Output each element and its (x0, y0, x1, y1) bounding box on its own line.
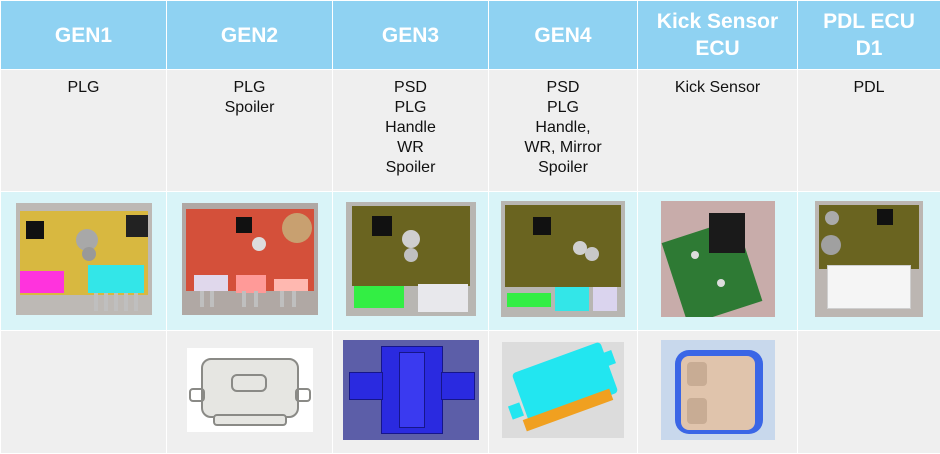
housing-pdl-empty (798, 331, 940, 454)
function-line: PLG (167, 78, 332, 98)
functions-kick-sensor: Kick Sensor (638, 70, 798, 192)
kick-sensor-pcb-image (661, 201, 775, 317)
kick-sensor-housing-image (661, 340, 775, 440)
function-line: Handle, (489, 118, 637, 138)
gen2-housing-image (187, 348, 313, 432)
functions-gen1: PLG (1, 70, 167, 192)
housing-gen1-empty (1, 331, 167, 454)
function-line: PDL (798, 78, 940, 98)
gen2-pcb-image (182, 203, 318, 315)
gen1-pcb-image (16, 203, 152, 315)
function-line: PLG (1, 78, 166, 98)
function-line: Spoiler (333, 158, 488, 178)
function-line: Spoiler (167, 98, 332, 118)
housing-image-row (1, 331, 940, 454)
function-line: PSD (333, 78, 488, 98)
functions-gen3: PSD PLG Handle WR Spoiler (333, 70, 489, 192)
gen4-housing-image (502, 342, 624, 438)
gen3-housing-image (343, 340, 479, 440)
gen3-pcb-image (346, 202, 476, 316)
functions-pdl: PDL (798, 70, 940, 192)
functions-gen2: PLG Spoiler (167, 70, 333, 192)
function-line: WR (333, 138, 488, 158)
function-line: PSD (489, 78, 637, 98)
pcb-image-row (1, 192, 940, 331)
function-line: Handle (333, 118, 488, 138)
function-line: WR, Mirror (489, 138, 637, 158)
functions-gen4: PSD PLG Handle, WR, Mirror Spoiler (489, 70, 638, 192)
function-line: Kick Sensor (638, 78, 797, 98)
pdl-pcb-image (815, 201, 923, 317)
header-gen3: GEN3 (333, 1, 489, 70)
gen4-pcb-image (501, 201, 625, 317)
function-row: PLG PLG Spoiler PSD PLG Handle WR Spoile… (1, 70, 940, 192)
header-gen2: GEN2 (167, 1, 333, 70)
header-gen4: GEN4 (489, 1, 638, 70)
function-line: PLG (333, 98, 488, 118)
header-gen1: GEN1 (1, 1, 167, 70)
function-line: PLG (489, 98, 637, 118)
function-line: Spoiler (489, 158, 637, 178)
